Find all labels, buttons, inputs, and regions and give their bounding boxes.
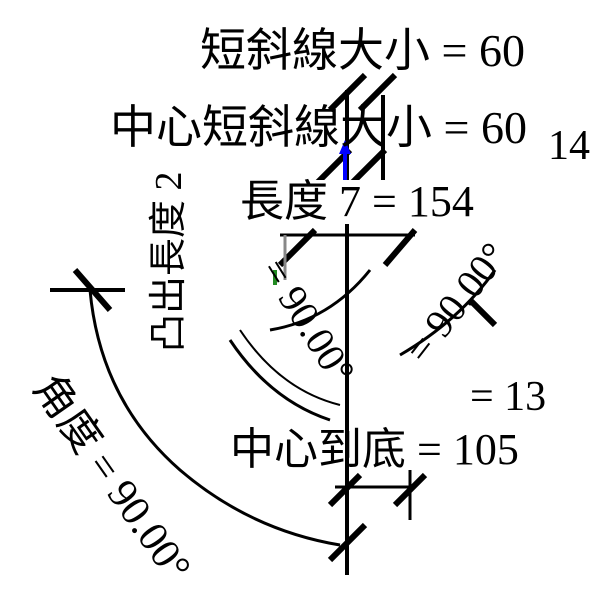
- dim-14-label: 14: [548, 123, 590, 169]
- length-7-label: 長度 7 = 154: [240, 177, 474, 226]
- slash-tick: [392, 472, 428, 508]
- slash-tick: [327, 72, 368, 113]
- angle-arc-center: [228, 339, 331, 422]
- slash-tick: [72, 268, 113, 312]
- center-short-slash-size-label: 中心短斜線大小 = 60: [110, 102, 527, 153]
- angle-arc-upper: [269, 269, 372, 332]
- angle-arc-left: [88, 289, 341, 547]
- slash-tick: [467, 297, 498, 328]
- slash-tick: [357, 72, 398, 113]
- dim-13-label: = 13: [470, 374, 547, 420]
- short-slash-size-label: 短斜線大小 = 60: [200, 25, 525, 76]
- angle-arc-right: [399, 269, 497, 357]
- slash-tick: [347, 147, 388, 188]
- slash-tick: [327, 472, 363, 508]
- protrusion-length-label: 凸出長度 2: [148, 171, 190, 352]
- angle-arc-center-inner: [239, 329, 341, 406]
- blue-arrow-head-icon: [339, 140, 351, 154]
- center-to-bottom-label: 中心到底 = 105: [230, 425, 519, 474]
- slash-tick: [327, 522, 368, 563]
